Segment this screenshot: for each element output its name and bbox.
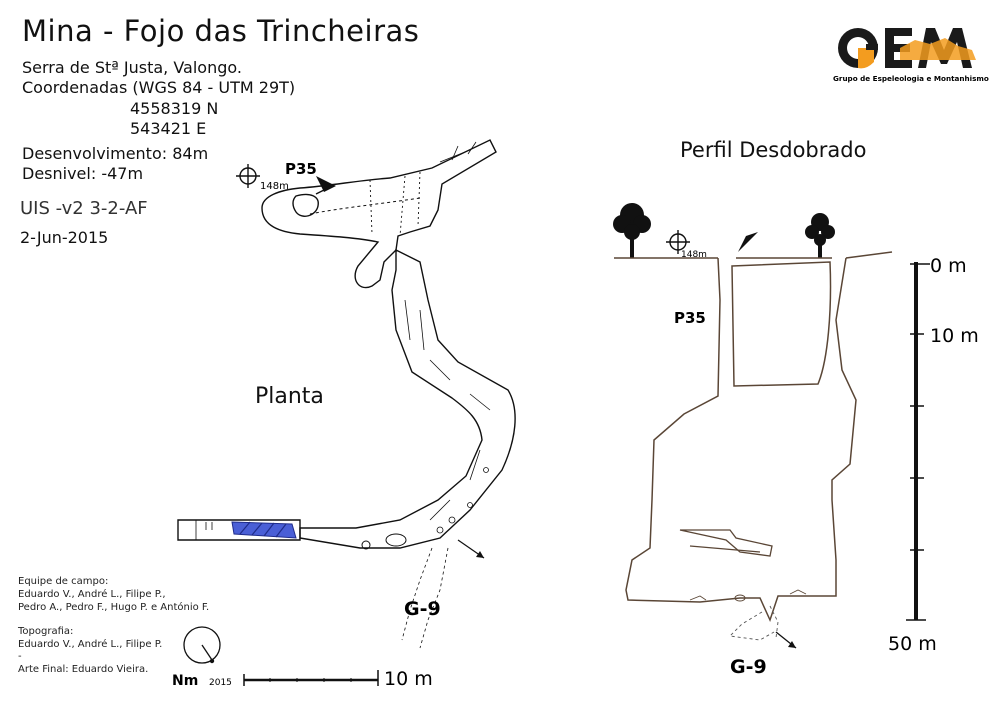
plan-view [177,139,516,649]
topography-heading: Topografia: [18,626,74,637]
logo-mountain [900,38,976,60]
profile-g9-label: G-9 [730,656,767,678]
profile-ledge [679,529,773,557]
tree-left-icon [613,203,651,258]
logo-orange-wedge [858,48,874,69]
gem-logo: Grupo de Espeleologia e Montanhismo [833,28,989,83]
logo-letter-e [885,28,912,68]
north-compass-icon [183,626,221,664]
survey-date: 2-Jun-2015 [20,228,109,247]
depth-tick-50m: 50 m [888,633,937,655]
profile-view-label: Perfil Desdobrado [680,138,867,162]
scale-bar [243,670,379,686]
profile-pillar-outline [731,261,832,387]
plan-g9-label: G-9 [404,598,441,620]
east-coordinate: 543421 E [130,119,207,138]
lower-gallery-outline [177,519,301,541]
topography-line-1: Eduardo V., André L., Filipe P. [18,639,163,650]
profile-entrance-label: P35 [674,309,706,327]
profile-altitude-label: 148m [681,250,707,260]
north-coordinate: 4558319 N [130,99,219,118]
field-team-heading: Equipe de campo: [18,576,109,587]
uis-grade: UIS -v2 3-2-AF [20,198,148,219]
depth-tick-10m: 10 m [930,325,979,347]
plan-view-label: Planta [255,384,324,409]
entrance-pit-outline [292,193,319,217]
art-credit: Arte Final: Eduardo Vieira. [18,664,149,675]
depth-text: Desnivel: -47m [22,164,144,183]
north-arrow [183,626,221,664]
topography-line-2: - [18,651,22,662]
north-year-label: 2015 [209,678,232,688]
tree-right-icon [805,213,835,258]
descending-gallery-outline [299,248,516,549]
water-pool [231,521,297,539]
logo-subtitle: Grupo de Espeleologia e Montanhismo [833,74,989,83]
coordinates-label: Coordenadas (WGS 84 - UTM 29T) [22,78,296,97]
profile-view [613,203,930,649]
plan-altitude-label: 148m [260,181,289,192]
plan-entrance-arrow-icon [316,176,336,192]
upper-gallery-outline [261,139,497,289]
development-text: Desenvolvimento: 84m [22,144,209,163]
field-team-line-2: Pedro A., Pedro F., Hugo P. e António F. [18,602,210,613]
profile-entrance-arrow-icon [738,232,758,252]
scale-bar-label: 10 m [384,668,433,690]
field-team-line-1: Eduardo V., André L., Filipe P., [18,589,166,600]
north-label: Nm [172,673,198,689]
map-title: Mina - Fojo das Trincheiras [22,14,420,48]
plan-entrance-label: P35 [285,160,317,178]
location-text: Serra de Stª Justa, Valongo. [22,58,242,77]
plan-entrance-marker [236,164,336,195]
profile-cave-outline [625,257,857,623]
depth-tick-0m: 0 m [930,255,967,277]
g9-connection-passage [401,547,449,649]
